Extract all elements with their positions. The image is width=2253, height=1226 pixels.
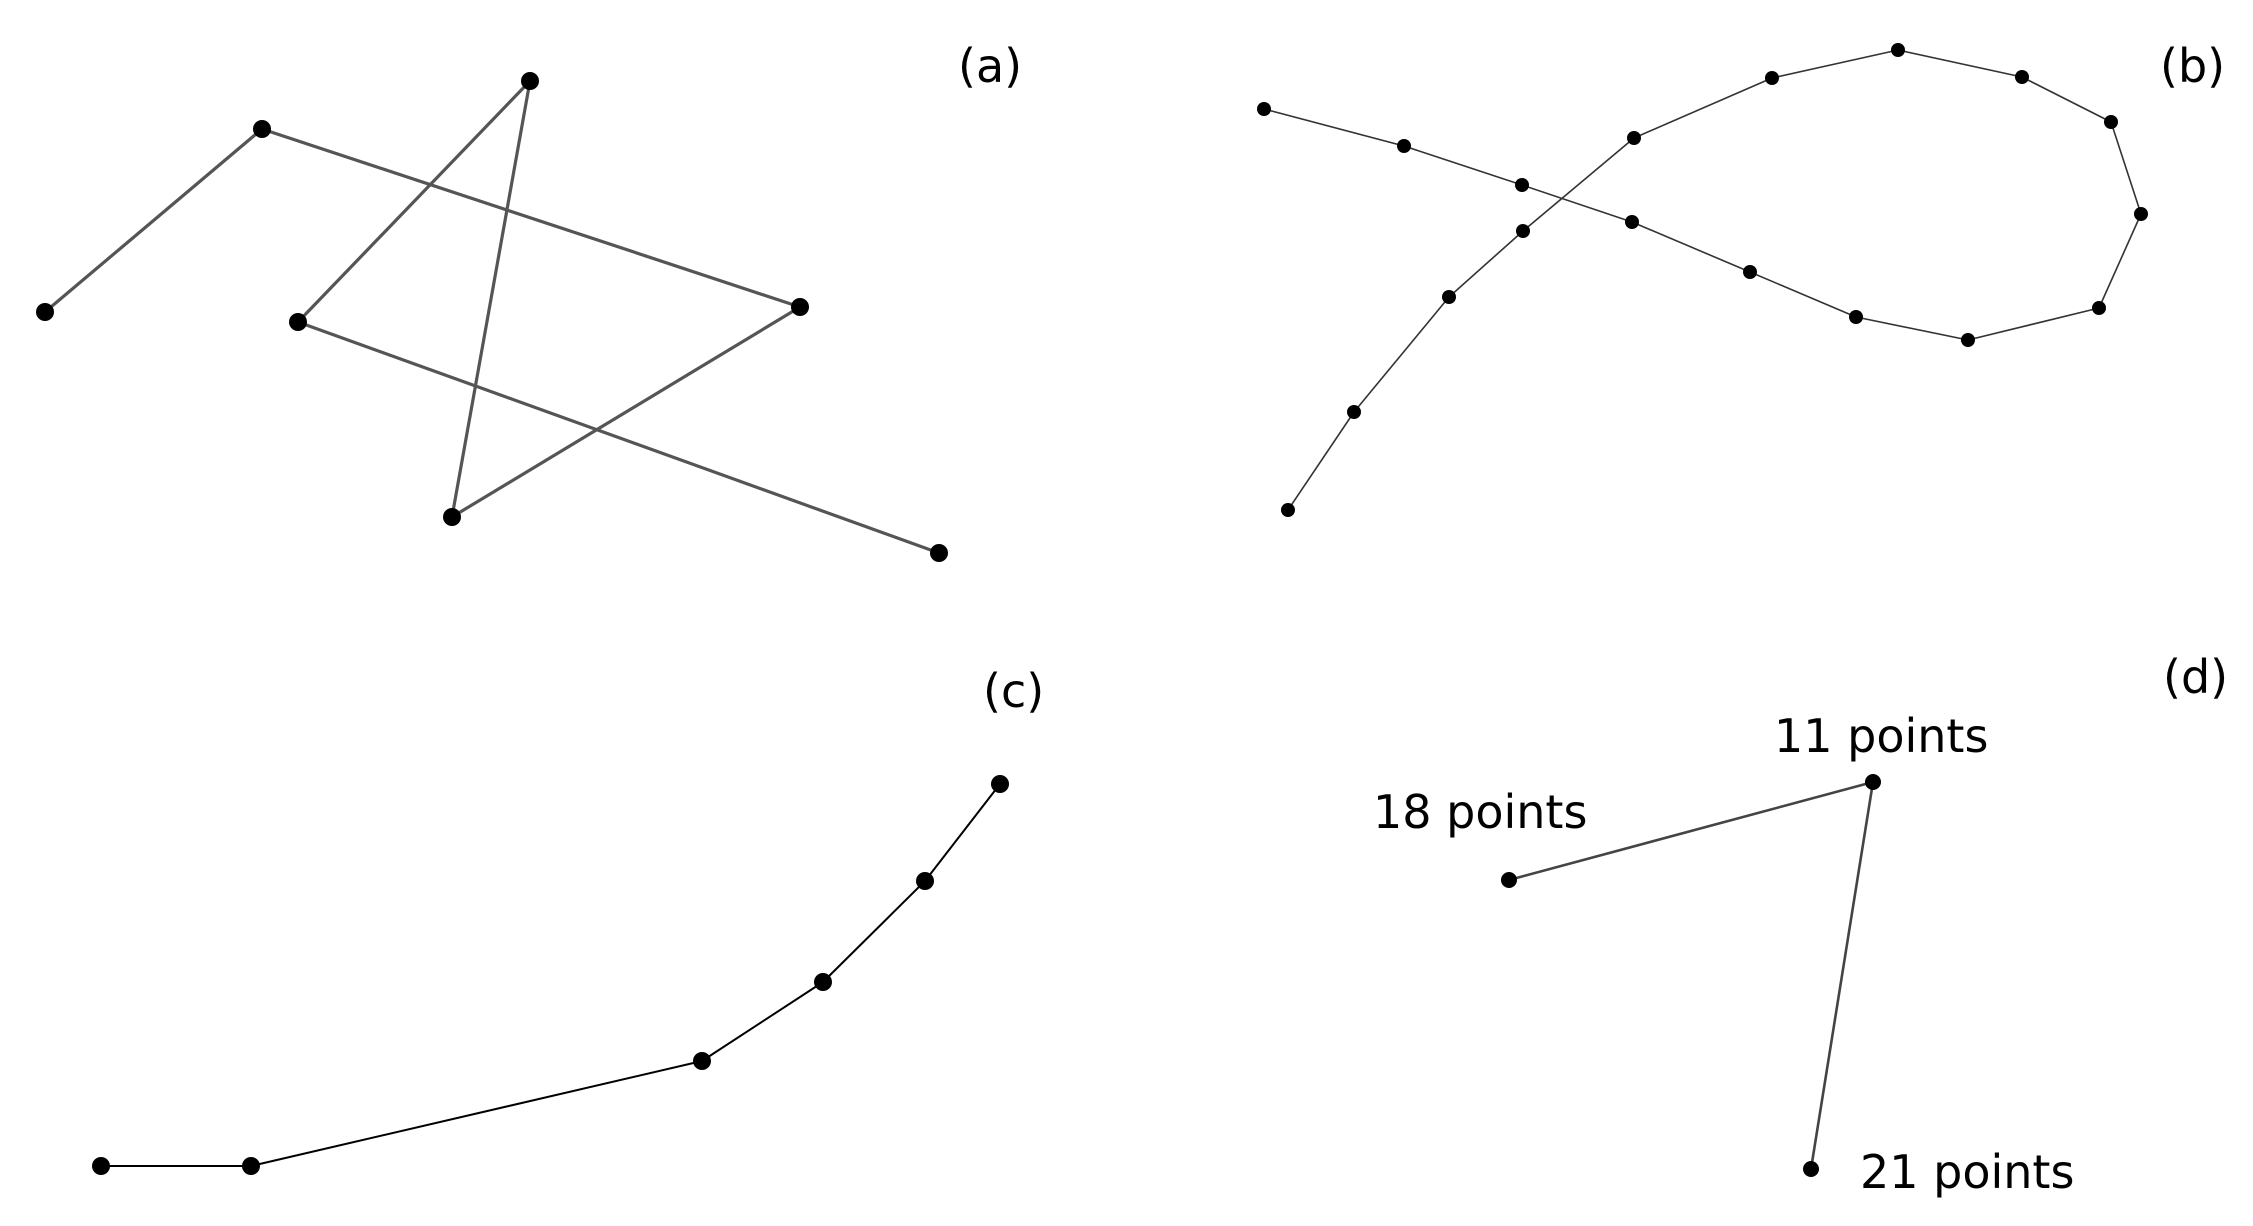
panel-c-label: (c) bbox=[983, 664, 1044, 718]
panel-d: (d) 18 points 11 points 21 points bbox=[1373, 650, 2228, 1199]
panel-d-point-2 bbox=[1865, 774, 1881, 790]
panel-a-point-4 bbox=[443, 508, 461, 526]
panel-c-point-1 bbox=[92, 1157, 110, 1175]
panel-c-point-3 bbox=[693, 1052, 711, 1070]
panel-a-point-1 bbox=[36, 303, 54, 321]
panel-a-point-6 bbox=[289, 313, 307, 331]
panel-b-point-9 bbox=[2134, 207, 2148, 221]
panel-d-point-1 bbox=[1501, 872, 1517, 888]
panel-a-point-7 bbox=[930, 544, 948, 562]
panel-b-point-10 bbox=[2104, 115, 2118, 129]
panel-b-point-3 bbox=[1515, 178, 1529, 192]
panel-b-point-17 bbox=[1347, 405, 1361, 419]
panel-b-trajectory-line bbox=[1263, 49, 2142, 511]
panel-b-point-13 bbox=[1765, 71, 1779, 85]
panel-c-point-4 bbox=[814, 973, 832, 991]
panel-b-point-15 bbox=[1516, 224, 1530, 238]
panel-b-label: (b) bbox=[2160, 39, 2225, 93]
point-label-11: 11 points bbox=[1774, 709, 1988, 763]
panel-a-label: (a) bbox=[958, 39, 1022, 93]
panel-a-trajectory-line bbox=[43, 79, 940, 555]
panel-b-point-12 bbox=[1891, 43, 1905, 57]
panel-b-point-5 bbox=[1743, 265, 1757, 279]
panel-b: (b) bbox=[1257, 39, 2225, 517]
point-label-21: 21 points bbox=[1860, 1145, 2074, 1199]
panel-a-point-3 bbox=[791, 298, 809, 316]
panel-b-point-1 bbox=[1257, 102, 1271, 116]
panel-b-point-11 bbox=[2015, 70, 2029, 84]
panel-a-point-5 bbox=[521, 72, 539, 90]
panel-b-point-6 bbox=[1849, 310, 1863, 324]
panel-d-point-3 bbox=[1803, 1161, 1819, 1177]
panel-b-point-4 bbox=[1625, 215, 1639, 229]
panel-d-label: (d) bbox=[2163, 650, 2228, 704]
panel-a-point-2 bbox=[253, 120, 271, 138]
panel-c-trajectory-line bbox=[101, 783, 1001, 1167]
panel-b-point-2 bbox=[1397, 139, 1411, 153]
panel-b-point-8 bbox=[2092, 301, 2106, 315]
panel-c-point-2 bbox=[242, 1157, 260, 1175]
point-label-18: 18 points bbox=[1373, 785, 1587, 839]
panel-c-point-5 bbox=[916, 872, 934, 890]
panel-c: (c) bbox=[92, 664, 1044, 1175]
panel-d-trajectory-line bbox=[1508, 780, 1875, 1170]
panel-a: (a) bbox=[36, 39, 1022, 562]
panel-b-point-7 bbox=[1961, 333, 1975, 347]
panel-b-point-18 bbox=[1281, 503, 1295, 517]
panel-c-point-6 bbox=[991, 775, 1009, 793]
panel-b-point-16 bbox=[1442, 290, 1456, 304]
panel-b-point-14 bbox=[1627, 131, 1641, 145]
